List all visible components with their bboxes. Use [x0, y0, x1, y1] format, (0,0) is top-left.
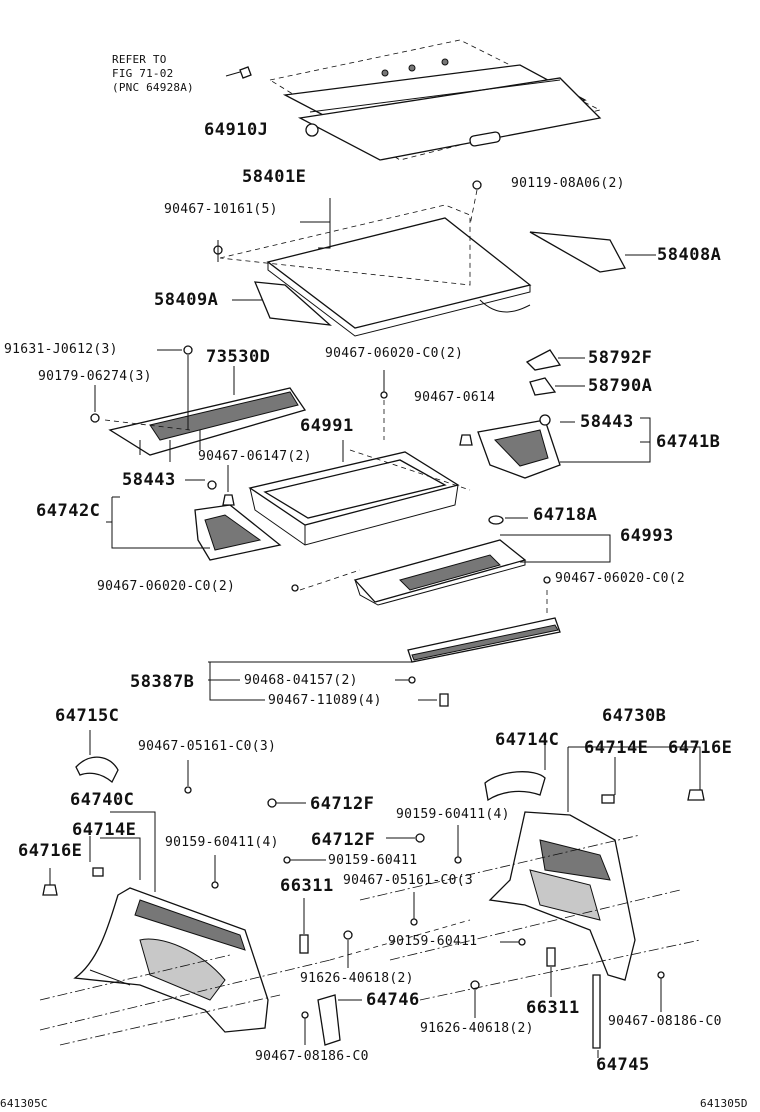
label-90468-04157: 90468-04157(2) [244, 673, 358, 688]
label-90159-60411-4-left: 90159-60411(4) [165, 835, 279, 850]
label-64746: 64746 [366, 990, 420, 1010]
figure-code-left: 641305C [0, 1097, 48, 1110]
label-58387B: 58387B [130, 672, 195, 692]
label-58409A: 58409A [154, 290, 219, 310]
label-90159-60411-b: 90159-60411 [388, 934, 478, 949]
floor-panel-64993 [353, 539, 527, 606]
label-64712F-b: 64712F [311, 830, 376, 850]
quarter-trim-left [73, 887, 269, 1033]
side-board-58409A [253, 281, 332, 326]
label-91626-40618-right: 91626-40618(2) [420, 1021, 534, 1036]
label-58408A: 58408A [657, 245, 722, 265]
trim-cap-64714C [484, 771, 546, 802]
label-90159-60411-a: 90159-60411 [328, 853, 418, 868]
label-64741B: 64741B [656, 432, 721, 452]
label-90467-11089: 90467-11089(4) [268, 693, 382, 708]
label-64716E-left: 64716E [18, 841, 83, 861]
label-58443-right: 58443 [580, 412, 634, 432]
figure-code-right: 641305D [700, 1097, 748, 1110]
label-90159-60411-4-right: 90159-60411(4) [396, 807, 510, 822]
refer-note-line2: FIG 71-02 [112, 67, 174, 80]
label-90179-06274: 90179-06274(3) [38, 369, 152, 384]
label-73530D: 73530D [206, 347, 271, 367]
bracket-64742C [194, 504, 282, 561]
label-90467-06147: 90467-06147(2) [198, 449, 312, 464]
label-90467-08186-left: 90467-08186-C0 [255, 1049, 369, 1064]
label-91631-J0612: 91631-J0612(3) [4, 342, 118, 357]
scuff-plate-58387B [407, 617, 561, 663]
deck-board-58401E [219, 204, 532, 337]
label-64714E-right: 64714E [584, 738, 649, 758]
side-board-58408A [529, 231, 627, 273]
label-58792F: 58792F [588, 348, 653, 368]
label-66311-right: 66311 [526, 998, 580, 1018]
storage-box-64991 [248, 451, 460, 546]
label-58401E: 58401E [242, 167, 307, 187]
refer-note-line3: (PNC 64928A) [112, 81, 194, 94]
label-90467-0614-right: 90467-0614 [414, 390, 496, 405]
scuff-64746 [317, 994, 341, 1046]
label-64714C: 64714C [495, 730, 560, 750]
scuff-64745 [592, 974, 601, 1049]
label-90467-06020-top: 90467-06020-C0(2) [325, 346, 464, 361]
label-66311-left: 66311 [280, 876, 334, 896]
label-64730B: 64730B [602, 706, 667, 726]
quarter-trim-right [488, 811, 636, 981]
label-64714E-left: 64714E [72, 820, 137, 840]
label-91626-40618-left: 91626-40618(2) [300, 971, 414, 986]
label-90467-06020-left: 90467-06020-C0(2) [97, 579, 236, 594]
label-64993: 64993 [620, 526, 674, 546]
label-90467-08186-right: 90467-08186-C0 [608, 1014, 722, 1029]
label-90467-06020-right: 90467-06020-C0(2 [555, 571, 686, 586]
label-64742C: 64742C [36, 501, 101, 521]
label-64712F-a: 64712F [310, 794, 375, 814]
label-64715C: 64715C [55, 706, 120, 726]
label-64910J: 64910J [204, 120, 269, 140]
label-58443-left: 58443 [122, 470, 176, 490]
label-90119-08A06: 90119-08A06(2) [511, 176, 625, 191]
label-64991: 64991 [300, 416, 354, 436]
label-64745: 64745 [596, 1055, 650, 1075]
tray-73530D [108, 387, 307, 462]
refer-note-line1: REFER TO [112, 53, 167, 66]
label-64716E-right: 64716E [668, 738, 733, 758]
label-90467-05161-left: 90467-05161-C0(3) [138, 739, 277, 754]
label-58790A: 58790A [588, 376, 653, 396]
trim-cap-64715C [75, 756, 119, 784]
label-64740C: 64740C [70, 790, 135, 810]
label-64718A: 64718A [533, 505, 598, 525]
tonneau-cover-64910J [239, 39, 602, 161]
bracket-64741B [477, 419, 561, 479]
label-90467-05161-right: 90467-05161-C0(3 [343, 873, 474, 888]
label-90467-10161: 90467-10161(5) [164, 202, 278, 217]
